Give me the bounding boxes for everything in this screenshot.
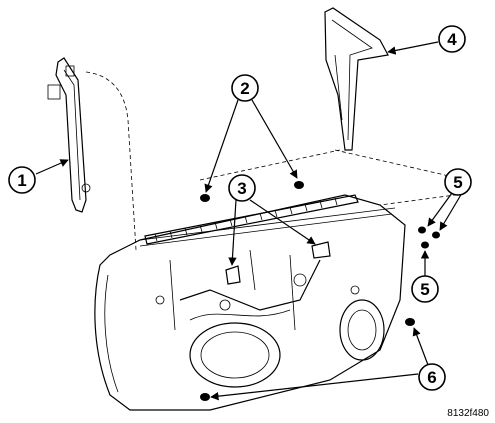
fastener-5-b (432, 231, 440, 239)
svg-text:4: 4 (447, 30, 457, 49)
callout-5-upper: 5 (444, 168, 472, 196)
door-glass-outline (85, 71, 456, 251)
rear-glass-run-channel (47, 57, 91, 213)
fastener-6-bottom (200, 393, 210, 401)
figure-reference-code: 8132f480 (447, 408, 489, 419)
svg-text:6: 6 (427, 368, 436, 387)
callout-6: 6 (418, 363, 446, 391)
callout-4: 4 (438, 25, 466, 53)
leader-lines (35, 41, 463, 401)
svg-text:1: 1 (17, 171, 26, 190)
door-inner-panel (94, 194, 406, 411)
front-glass-run-channel (324, 7, 389, 151)
fastener-5-c (421, 241, 429, 249)
svg-text:5: 5 (453, 173, 462, 192)
callout-1: 1 (8, 166, 36, 194)
svg-text:3: 3 (237, 179, 246, 198)
fastener-6-right (405, 318, 415, 326)
callout-5-lower: 5 (411, 275, 439, 303)
callout-3: 3 (228, 174, 256, 202)
fastener-5-a (418, 226, 426, 234)
fastener-3-right (311, 241, 331, 259)
svg-text:5: 5 (420, 280, 429, 299)
callout-2: 2 (231, 74, 259, 102)
fastener-2-right (294, 181, 304, 189)
fastener-2-left (200, 194, 210, 202)
fastener-3-left (225, 265, 241, 285)
svg-text:2: 2 (240, 79, 249, 98)
